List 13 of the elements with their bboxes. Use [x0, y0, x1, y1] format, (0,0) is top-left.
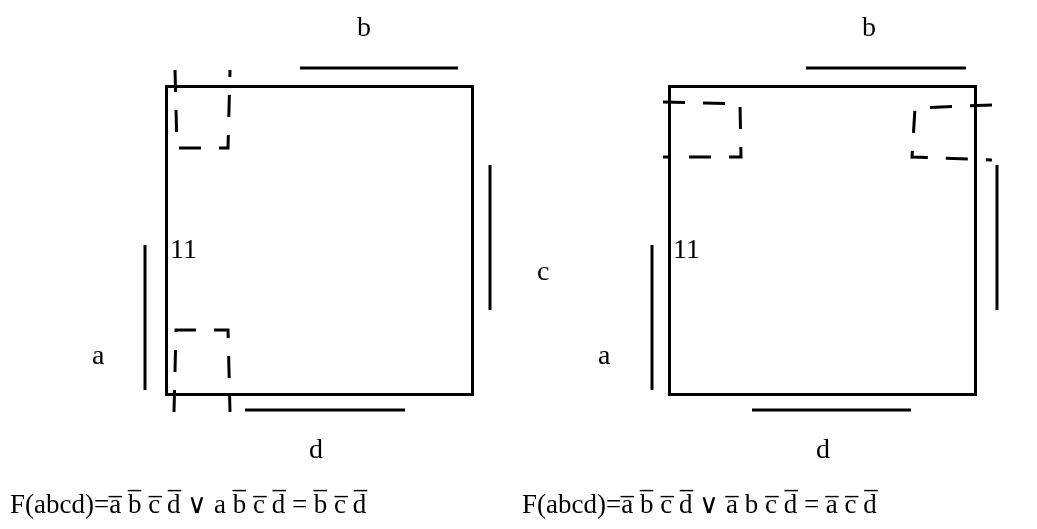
- variable-label: b: [357, 12, 371, 42]
- cell-value: 11: [673, 234, 700, 264]
- variable-label: d: [816, 434, 830, 464]
- karnaugh-map-grid: [668, 85, 977, 396]
- karnaugh-map-grid: [165, 85, 474, 396]
- variable-label: c: [537, 256, 550, 286]
- cell-value: 11: [170, 234, 197, 264]
- variable-label: a: [598, 340, 611, 370]
- boolean-formula: F(abcd)=a̅ b̅ c̅ d̅ ∨ a̅ b c̅ d̅ = a̅ c̅ d̅: [522, 489, 877, 519]
- boolean-formula: F(abcd)=a̅ b̅ c̅ d̅ ∨ a b̅ c̅ d̅ = b̅ c̅ d̅: [10, 489, 367, 519]
- variable-label: b: [862, 12, 876, 42]
- variable-label: a: [92, 340, 105, 370]
- variable-label: d: [309, 434, 323, 464]
